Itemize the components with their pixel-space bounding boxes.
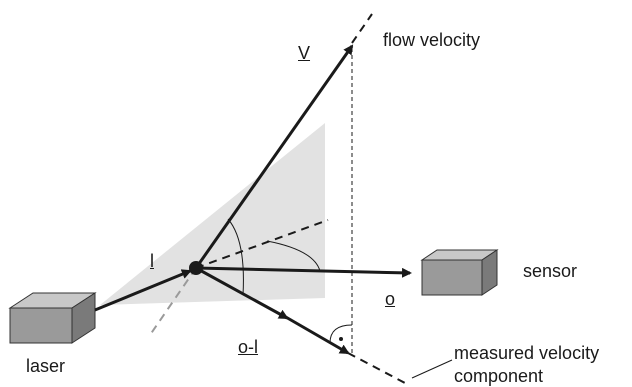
- label-l: l: [150, 251, 154, 271]
- vector-o: [195, 266, 412, 278]
- leader-line: [411, 359, 453, 379]
- right-angle-dot: [339, 337, 343, 341]
- o-minus-l-axis-dashed: [347, 352, 406, 384]
- l-axis-dashed: [195, 219, 329, 269]
- vector-l: [94, 269, 192, 312]
- label-sensor: sensor: [523, 261, 578, 281]
- v-axis-dashed-upper: [351, 13, 373, 44]
- angle-arc-o: [266, 240, 321, 272]
- label-measured-velocity: measured velocity: [454, 343, 600, 363]
- label-flow-velocity: flow velocity: [383, 30, 481, 50]
- label-laser: laser: [26, 356, 66, 376]
- angle-arc-v: [227, 218, 244, 296]
- vector-v: [194, 44, 354, 269]
- vector-o-minus-l-second: [283, 314, 350, 355]
- light-sheet: [100, 123, 325, 305]
- label-v: V: [298, 43, 311, 63]
- right-angle-arc: [329, 324, 353, 344]
- sensor-box: [420, 249, 499, 296]
- vector-o-minus-l-first: [195, 266, 289, 320]
- label-o-minus-l: o-l: [238, 337, 259, 357]
- laser-box: [8, 292, 97, 344]
- label-component: component: [454, 366, 544, 386]
- label-o: o: [385, 289, 396, 309]
- measurement-point: [189, 261, 203, 275]
